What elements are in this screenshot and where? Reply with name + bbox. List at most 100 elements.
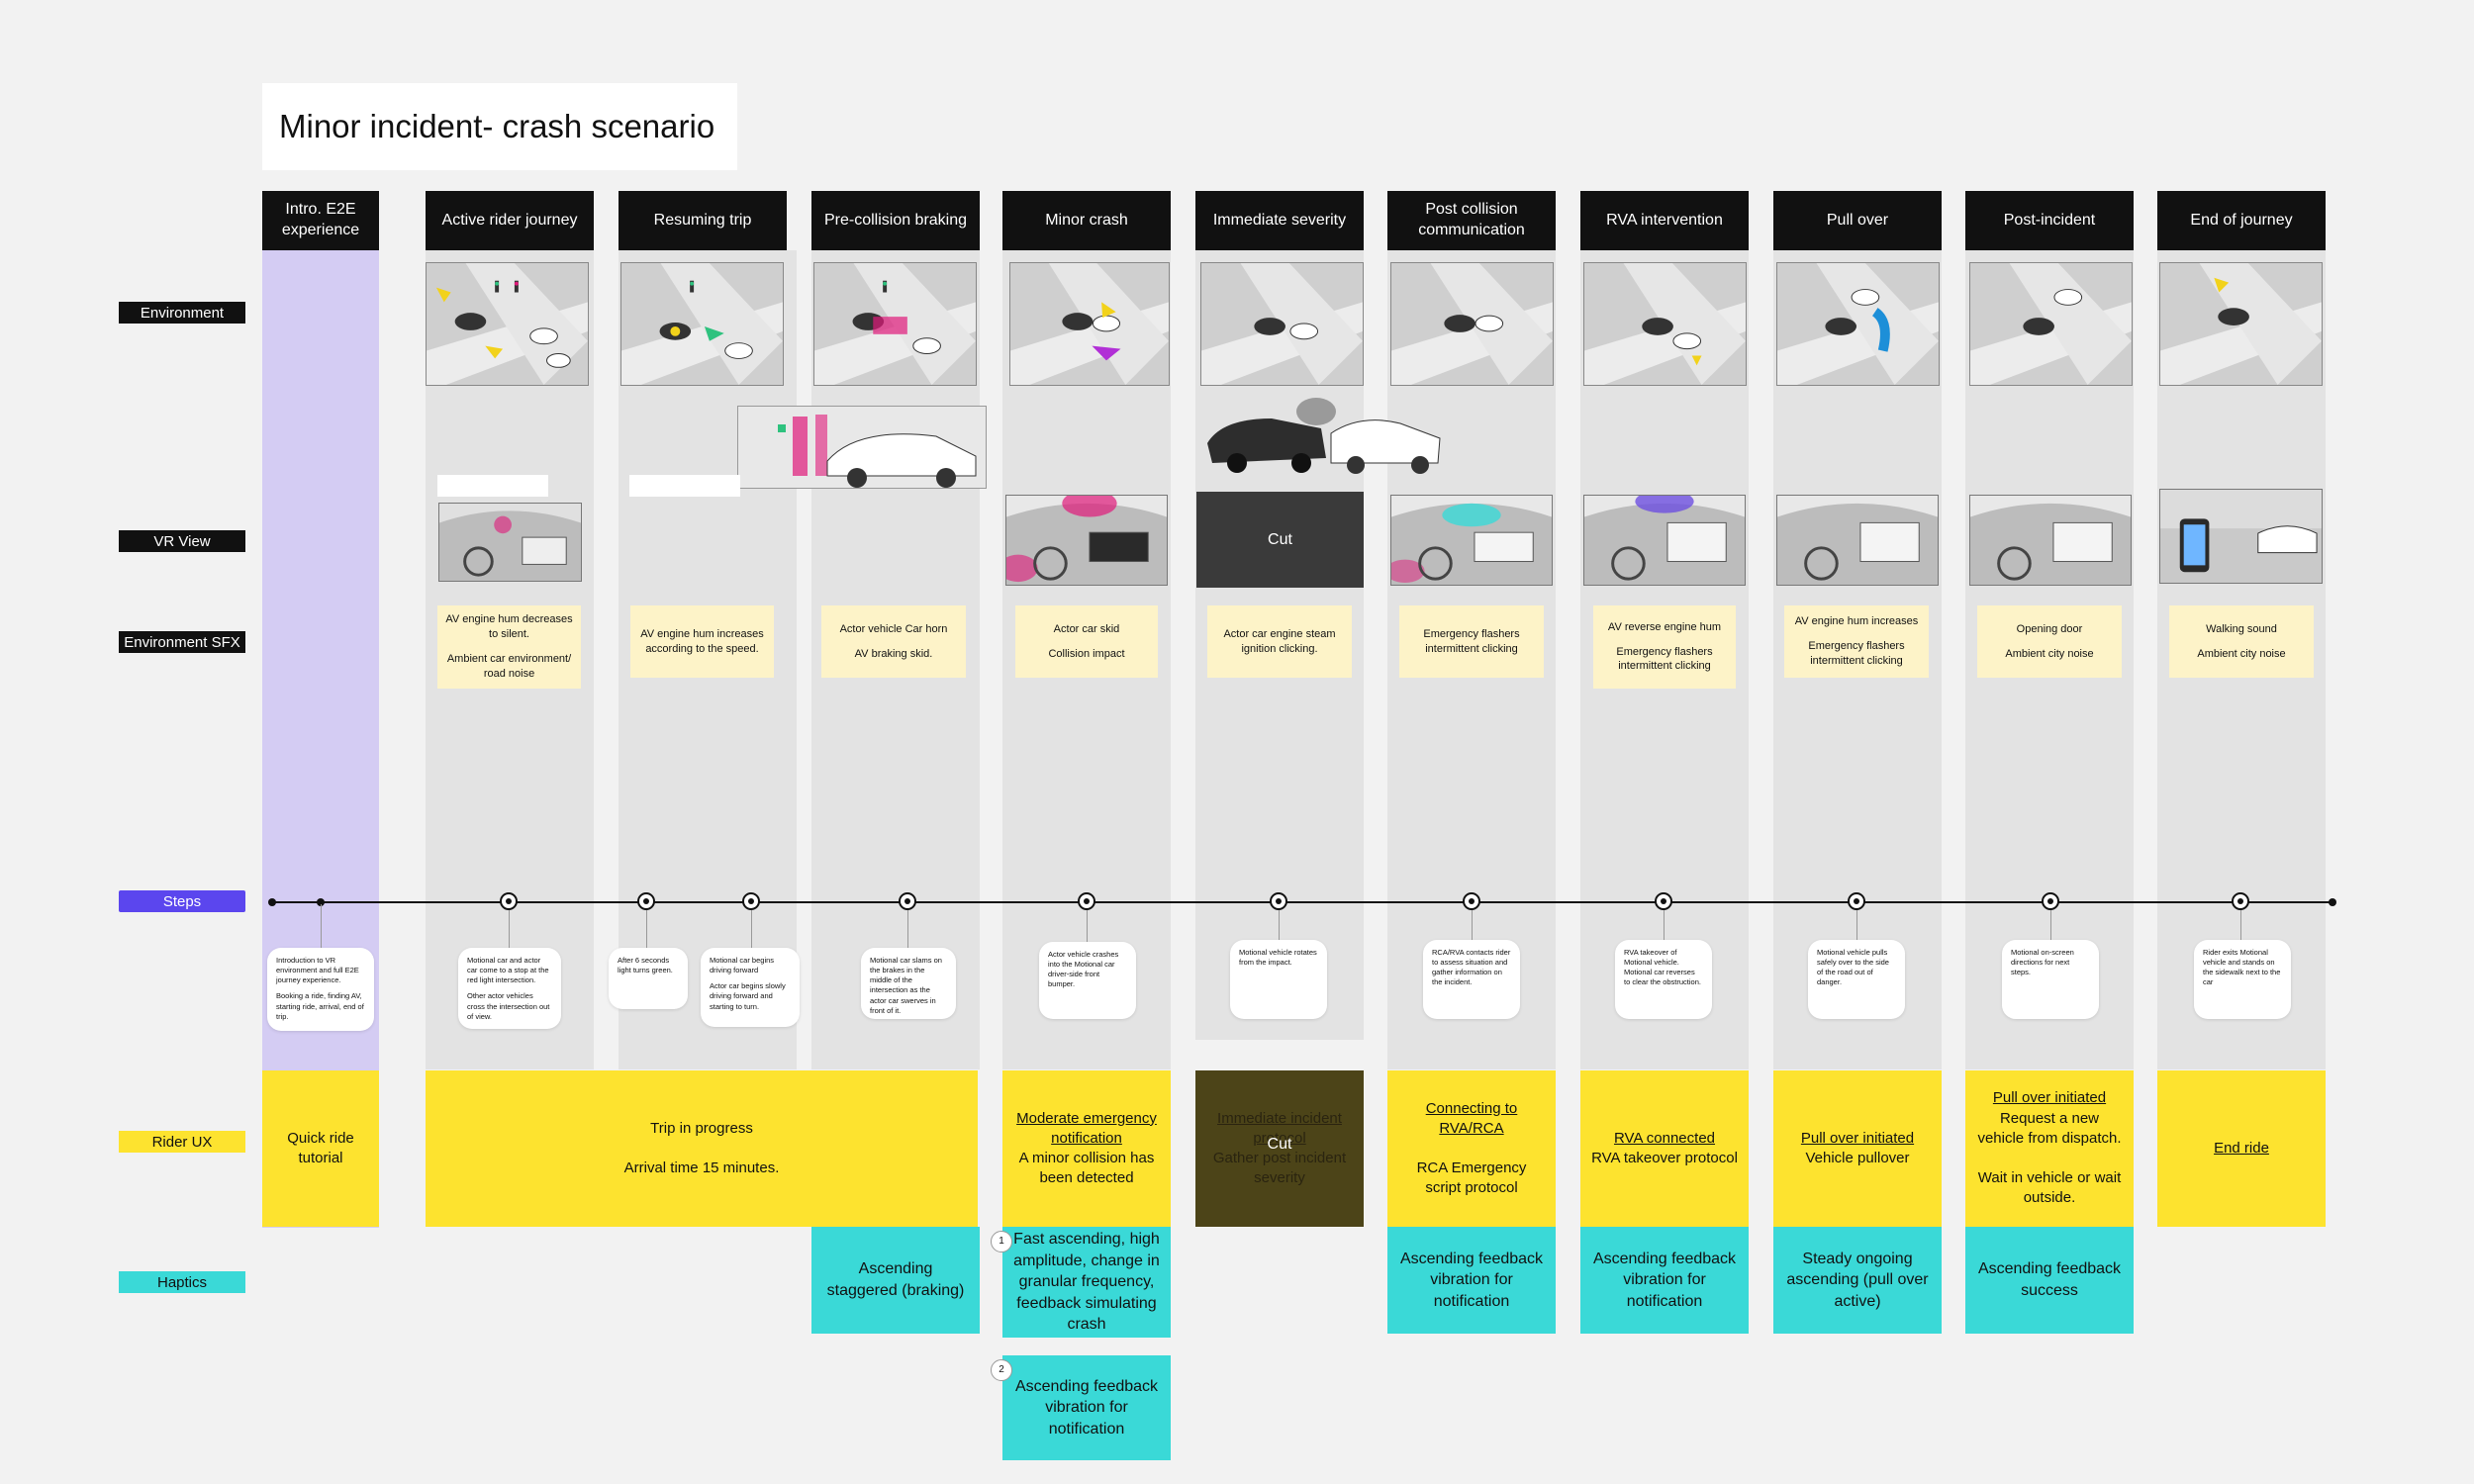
column-header: Active rider journey: [426, 191, 594, 250]
rider-ux-text: Request a new vehicle from dispatch.: [1975, 1109, 2124, 1150]
haptics-text: Ascending staggered (braking): [821, 1258, 970, 1301]
rider-ux-link[interactable]: RVA connected: [1614, 1129, 1715, 1149]
column-header: Pull over: [1773, 191, 1942, 250]
rider-ux-link[interactable]: Pull over initiated: [1801, 1129, 1914, 1149]
haptics-card: 2 Ascending feedback vibration for notif…: [1002, 1355, 1171, 1460]
rider-ux-card: Quick ride tutorial: [262, 1070, 379, 1227]
sfx-line: Actor car engine steam ignition clicking…: [1215, 627, 1344, 657]
environment-sketch: [1776, 262, 1940, 386]
step-card: Motional vehicle pulls safely over to th…: [1808, 940, 1905, 1019]
sfx-line: Collision impact: [1023, 647, 1150, 662]
step-dot: [1078, 892, 1095, 910]
step-connector: [1279, 910, 1280, 940]
vr-view-cut: Cut: [1196, 492, 1364, 588]
sfx-line: Ambient city noise: [2177, 647, 2306, 662]
haptics-card: Ascending feedback vibration for notific…: [1580, 1227, 1749, 1334]
step-text: Booking a ride, finding AV, starting rid…: [276, 991, 365, 1021]
haptics-text: Ascending feedback success: [1975, 1258, 2124, 1301]
step-connector: [907, 910, 908, 948]
step-text: Rider exits Motional vehicle and stands …: [2203, 948, 2282, 988]
environment-sketch: [1009, 262, 1170, 386]
step-dot: [1848, 892, 1865, 910]
rider-ux-card: Trip in progress Arrival time 15 minutes…: [426, 1070, 978, 1227]
sfx-note: AV reverse engine hum Emergency flashers…: [1593, 605, 1736, 689]
haptics-card: Ascending feedback success: [1965, 1227, 2134, 1334]
step-dot: [899, 892, 916, 910]
step-dot: [500, 892, 518, 910]
sfx-note: Walking sound Ambient city noise: [2169, 605, 2314, 678]
step-connector: [1856, 910, 1857, 940]
rider-ux-link[interactable]: Pull over initiated: [1993, 1088, 2106, 1108]
step-connector: [751, 910, 752, 950]
haptics-number-badge: 2: [991, 1359, 1012, 1381]
rider-ux-card: End ride: [2157, 1070, 2326, 1227]
rider-ux-cut-label: Cut: [1195, 1134, 1364, 1156]
step-text: Other actor vehicles cross the intersect…: [467, 991, 552, 1021]
lane-label-environment: Environment: [119, 302, 245, 324]
lane-label-steps: Steps: [119, 890, 245, 912]
sfx-line: AV engine hum decreases to silent.: [445, 612, 573, 642]
sfx-note: Actor car skid Collision impact: [1015, 605, 1158, 678]
rider-ux-link[interactable]: Moderate emergency notification: [1012, 1109, 1161, 1150]
step-dot: [1655, 892, 1672, 910]
vr-view-image: [2159, 489, 2323, 584]
step-dot: [637, 892, 655, 910]
vr-view-image: [438, 503, 582, 582]
step-card: Motional vehicle rotates from the impact…: [1230, 940, 1327, 1019]
step-dot: [1270, 892, 1287, 910]
sfx-line: AV engine hum increases: [1792, 614, 1921, 629]
rider-ux-link[interactable]: End ride: [2214, 1139, 2269, 1159]
column-header: Resuming trip: [618, 191, 787, 250]
haptics-text: Ascending feedback vibration for notific…: [1590, 1249, 1739, 1313]
sfx-line: AV engine hum increases according to the…: [638, 627, 766, 657]
collision-sketch: [737, 406, 987, 489]
rider-ux-card: Pull over initiated Vehicle pullover: [1773, 1070, 1942, 1227]
caption-note: [629, 475, 740, 497]
step-card: Rider exits Motional vehicle and stands …: [2194, 940, 2291, 1019]
lane-label-rider-ux: Rider UX: [119, 1131, 245, 1153]
step-dot: [742, 892, 760, 910]
column-header: RVA intervention: [1580, 191, 1749, 250]
rider-ux-text: Arrival time 15 minutes.: [624, 1159, 780, 1178]
step-connector: [509, 910, 510, 950]
step-dot: [1463, 892, 1480, 910]
sfx-note: Actor car engine steam ignition clicking…: [1207, 605, 1352, 678]
environment-sketch: [1969, 262, 2133, 386]
sfx-line: Walking sound: [2177, 622, 2306, 637]
column-header: Pre-collision braking: [811, 191, 980, 250]
step-text: RCA/RVA contacts rider to assess situati…: [1432, 948, 1511, 988]
step-text: Motional vehicle pulls safely over to th…: [1817, 948, 1896, 988]
rider-ux-text: RVA takeover protocol: [1591, 1149, 1738, 1168]
haptics-text: Ascending feedback vibration for notific…: [1012, 1376, 1161, 1440]
column-header: Minor crash: [1002, 191, 1171, 250]
step-text: After 6 seconds light turns green.: [618, 956, 679, 975]
lane-label-haptics: Haptics: [119, 1271, 245, 1293]
rider-ux-card: Moderate emergency notification A minor …: [1002, 1070, 1171, 1227]
caption-note: [437, 475, 548, 497]
step-card: After 6 seconds light turns green.: [609, 948, 688, 1009]
vr-view-image: [1969, 495, 2132, 586]
sfx-note: Opening door Ambient city noise: [1977, 605, 2122, 678]
step-dot: [2042, 892, 2059, 910]
timeline-end: [2329, 898, 2336, 906]
step-connector: [1472, 910, 1473, 940]
column-header: Intro. E2E experience: [262, 191, 379, 250]
column-header: Post collision communication: [1387, 191, 1556, 250]
haptics-card: 1 Fast ascending, high amplitude, change…: [1002, 1227, 1171, 1338]
sfx-note: AV engine hum increases according to the…: [630, 605, 774, 678]
sfx-line: Opening door: [1985, 622, 2114, 637]
vr-view-image: [1776, 495, 1939, 586]
environment-sketch: [1583, 262, 1747, 386]
rider-ux-card: Connecting to RVA/RCA RCA Emergency scri…: [1387, 1070, 1556, 1227]
sfx-note: Emergency flashers intermittent clicking: [1399, 605, 1544, 678]
rider-ux-text: RCA Emergency script protocol: [1397, 1159, 1546, 1199]
step-card: Motional car and actor car come to a sto…: [458, 948, 561, 1029]
rider-ux-text: Trip in progress: [650, 1119, 753, 1139]
rider-ux-link[interactable]: Connecting to RVA/RCA: [1397, 1099, 1546, 1140]
step-card: Motional car begins driving forward Acto…: [701, 948, 800, 1027]
vr-view-image: [1390, 495, 1553, 586]
page-title: Minor incident- crash scenario: [262, 83, 737, 170]
step-text: Motional car begins driving forward: [710, 956, 791, 975]
environment-sketch: [620, 262, 784, 386]
rider-ux-text: A minor collision has been detected: [1012, 1149, 1161, 1189]
